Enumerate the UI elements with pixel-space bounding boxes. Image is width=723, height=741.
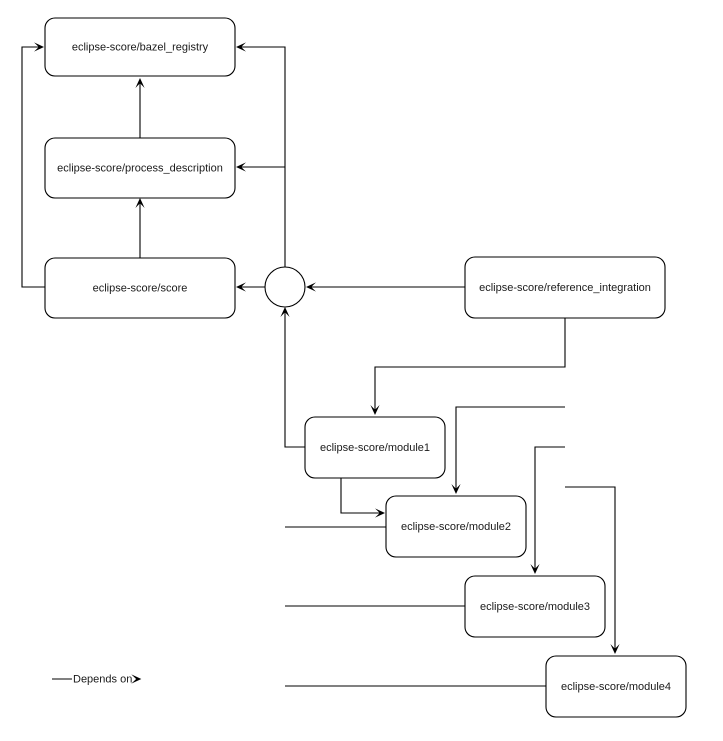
node-box xyxy=(464,256,666,319)
node-box xyxy=(44,17,236,77)
edge-line xyxy=(374,318,566,412)
arrow-head-icon xyxy=(370,405,380,415)
arrow-head-icon xyxy=(306,282,316,292)
edge-line xyxy=(284,310,305,448)
arrow-head-icon xyxy=(610,644,620,654)
edge-score-to-process_description xyxy=(135,198,145,258)
edge-reference_integration-to-module2 xyxy=(451,406,565,494)
edge-line xyxy=(238,46,286,267)
edge-line xyxy=(21,46,45,288)
arrow-head-icon xyxy=(236,282,246,292)
node-module4[interactable]: eclipse-score/module4 xyxy=(545,655,687,718)
node-label: eclipse-score/module4 xyxy=(561,681,671,693)
junction-node[interactable] xyxy=(264,266,306,308)
arrow-head-icon xyxy=(34,42,44,52)
arrow-head-icon xyxy=(530,564,540,574)
node-box xyxy=(44,257,236,319)
arrow-head-icon xyxy=(375,508,385,518)
edge-line xyxy=(565,486,616,651)
node-box xyxy=(385,495,527,558)
node-label: eclipse-score/bazel_registry xyxy=(72,41,209,53)
edge-reference_integration-to-module1 xyxy=(370,318,566,415)
arrow-head-icon xyxy=(451,484,461,494)
node-label: eclipse-score/module3 xyxy=(480,601,590,613)
node-module1[interactable]: eclipse-score/module1 xyxy=(304,416,446,479)
junction-circle-icon xyxy=(264,266,306,308)
arrow-head-icon xyxy=(135,198,145,208)
node-score[interactable]: eclipse-score/score xyxy=(44,257,236,319)
edge-reference_integration-to-module3 xyxy=(530,446,565,574)
legend-label: Depends on xyxy=(73,673,132,685)
node-label: eclipse-score/score xyxy=(93,282,188,294)
arrow-head-icon xyxy=(236,42,246,52)
edge-line xyxy=(534,446,565,571)
arrow-head-icon xyxy=(236,162,246,172)
edge-line xyxy=(455,406,565,491)
node-module3[interactable]: eclipse-score/module3 xyxy=(464,575,606,638)
legend: Depends on xyxy=(52,673,142,685)
node-reference_integration[interactable]: eclipse-score/reference_integration xyxy=(464,256,666,319)
node-label: eclipse-score/reference_integration xyxy=(479,282,651,294)
arrow-head-icon xyxy=(280,307,290,317)
node-label: eclipse-score/module1 xyxy=(320,442,430,454)
nodes-layer: eclipse-score/bazel_registry eclipse-scor… xyxy=(44,17,687,718)
node-label: eclipse-score/process_description xyxy=(57,162,223,174)
edge-junction-to-process_description xyxy=(236,162,285,172)
node-bazel_registry[interactable]: eclipse-score/bazel_registry xyxy=(44,17,236,77)
node-module2[interactable]: eclipse-score/module2 xyxy=(385,495,527,558)
legend-arrow-head-icon xyxy=(131,674,142,684)
node-box xyxy=(464,575,606,638)
edge-score-to-bazel_registry xyxy=(21,42,45,288)
node-process_description[interactable]: eclipse-score/process_description xyxy=(44,137,236,199)
edge-line xyxy=(340,478,383,514)
edge-module1-to-junction xyxy=(280,307,305,448)
edge-module1-to-module2 xyxy=(340,478,385,518)
edge-reference_integration-to-junction xyxy=(306,282,465,292)
edges-layer xyxy=(21,42,620,687)
edge-reference_integration-to-module4 xyxy=(565,486,620,654)
legend-layer: Depends on xyxy=(52,673,142,685)
node-box xyxy=(304,416,446,479)
arrow-head-icon xyxy=(135,78,145,88)
node-box xyxy=(545,655,687,718)
edge-junction-to-bazel_registry xyxy=(236,42,286,267)
node-box xyxy=(44,137,236,199)
node-label: eclipse-score/module2 xyxy=(401,521,511,533)
edge-process_description-to-bazel_registry xyxy=(135,78,145,138)
edge-junction-to-score xyxy=(236,282,265,292)
